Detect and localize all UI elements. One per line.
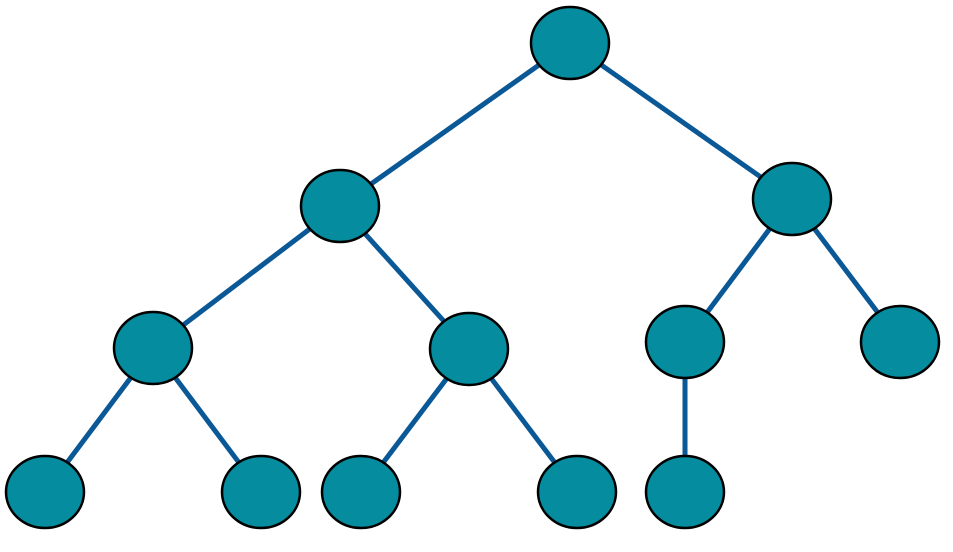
tree-node-l2c — [644, 304, 726, 380]
tree-node-l3c — [320, 454, 402, 530]
edge-root-l1b — [568, 40, 794, 202]
edge-root-l1a — [338, 40, 572, 209]
nodes — [4, 5, 941, 530]
tree-node-l2d — [859, 304, 941, 380]
tree-node-l2b — [428, 311, 510, 387]
tree-node-l1b — [751, 161, 833, 237]
tree-node-l1a — [299, 168, 381, 244]
tree-node-l2a — [112, 310, 194, 386]
tree-node-l3d — [536, 454, 618, 530]
edges — [43, 40, 902, 494]
tree-node-l3e — [644, 454, 726, 530]
edge-l1a-l2a — [151, 204, 342, 350]
tree-node-l3b — [220, 454, 302, 530]
tree-node-l3a — [4, 454, 86, 530]
tree-node-root — [529, 5, 611, 81]
